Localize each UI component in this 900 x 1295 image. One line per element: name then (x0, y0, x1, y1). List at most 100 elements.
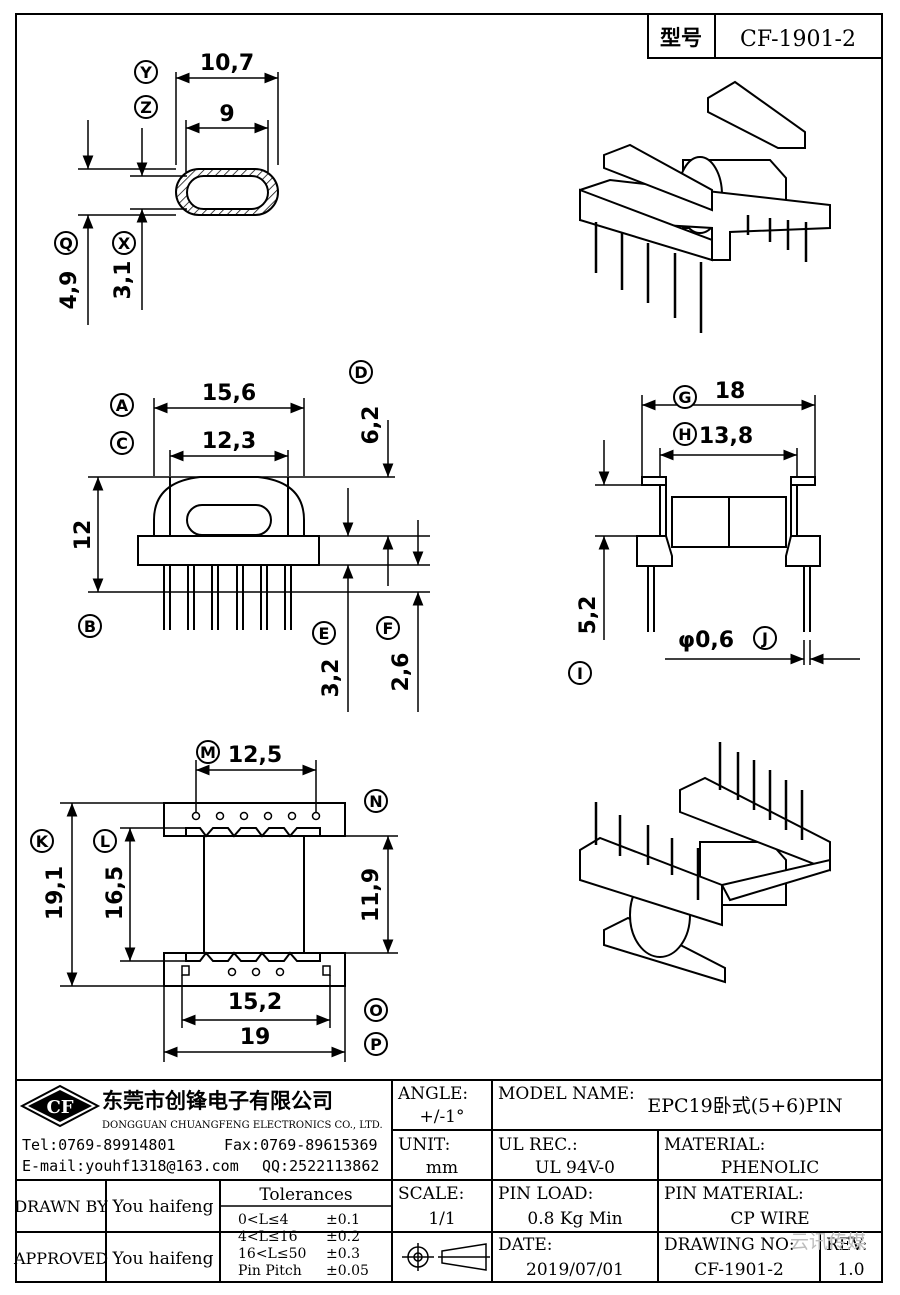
unit-label: UNIT: (398, 1135, 450, 1155)
drawing-no-value: CF-1901-2 (694, 1260, 784, 1280)
rev-label: REV: (826, 1235, 868, 1255)
model-value: EPC19卧式(5+6)PIN (647, 1095, 842, 1117)
dim-bot-n: 11,9 (359, 868, 384, 922)
label-k: K (30, 829, 54, 853)
svg-text:±0.3: ±0.3 (326, 1246, 360, 1262)
watermark: 云讯传媒 (790, 1231, 866, 1253)
dim-x: 3,1 (111, 261, 136, 300)
material-value: PHENOLIC (721, 1158, 820, 1178)
dim-front-f: 2,6 (389, 653, 414, 692)
dim-side-g: 18 (715, 379, 746, 404)
label-l: L (93, 829, 117, 853)
svg-text:X: X (118, 234, 131, 253)
label-j: J (753, 626, 777, 650)
ul-label: UL REC.: (498, 1135, 578, 1155)
label-i: I (568, 661, 592, 685)
svg-text:P: P (370, 1035, 382, 1054)
dim-bot-k: 19,1 (43, 866, 68, 920)
dim-front-a: 15,6 (202, 381, 256, 406)
svg-text:16<L≤50: 16<L≤50 (238, 1246, 306, 1262)
part-number: CF-1901-2 (740, 27, 856, 52)
label-p: P (364, 1032, 388, 1056)
angle-label: ANGLE: (397, 1084, 468, 1104)
drawn-by-value: You haifeng (111, 1197, 213, 1217)
dim-side-i: 5,2 (576, 596, 601, 635)
svg-text:0<L≤4: 0<L≤4 (238, 1212, 289, 1228)
dim-side-h: 13,8 (699, 424, 753, 449)
title-block (16, 1079, 882, 1282)
tolerances-title: Tolerances (259, 1185, 352, 1205)
svg-text:J: J (761, 629, 768, 648)
model-label: MODEL NAME: (498, 1084, 635, 1104)
label-d: D (349, 360, 373, 384)
svg-text:N: N (369, 792, 382, 811)
label-e: E (312, 621, 336, 645)
svg-text:K: K (36, 832, 49, 851)
dim-bot-p: 19 (240, 1025, 271, 1050)
label-b: B (78, 614, 102, 638)
svg-text:4<L≤16: 4<L≤16 (238, 1229, 298, 1245)
company-email: E-mail:youhf1318@163.com (22, 1157, 239, 1175)
label-g: G (673, 385, 697, 409)
svg-text:L: L (100, 832, 110, 851)
svg-text:G: G (678, 388, 691, 407)
svg-text:D: D (354, 363, 367, 382)
svg-text:C: C (116, 434, 128, 453)
svg-text:O: O (369, 1001, 383, 1020)
dim-top-inner: 9 (219, 102, 234, 127)
drawing-no-label: DRAWING NO: (664, 1235, 795, 1255)
svg-text:±0.2: ±0.2 (326, 1229, 360, 1245)
company-name-en: DONGGUAN CHUANGFENG ELECTRONICS CO., LTD… (102, 1120, 383, 1131)
approved-value: You haifeng (111, 1249, 213, 1269)
dim-top-outer: 10,7 (200, 51, 254, 76)
svg-text:I: I (577, 664, 583, 683)
svg-text:B: B (84, 617, 96, 636)
scale-label: SCALE: (398, 1184, 464, 1204)
svg-text:±0.05: ±0.05 (326, 1263, 369, 1279)
dim-bot-m: 12,5 (228, 743, 282, 768)
unit-value: mm (426, 1158, 458, 1178)
svg-text:F: F (383, 619, 394, 638)
projection-symbol-icon (402, 1243, 490, 1271)
svg-text:A: A (116, 396, 129, 415)
drawn-by-label: DRAWN BY (14, 1197, 108, 1216)
type-label: 型号 (660, 26, 702, 50)
iso-view-bottom (579, 742, 831, 984)
pin-load-label: PIN LOAD: (498, 1184, 593, 1204)
dim-side-j: φ0,6 (678, 628, 734, 653)
iso-view-top (579, 80, 831, 333)
label-q: Q (54, 231, 78, 255)
circled-labels: Y Z Q X A C B D E F G H I J M N K L O P (30, 60, 777, 1056)
label-m: M (196, 740, 220, 764)
label-c: C (110, 431, 134, 455)
company-tel: Tel:0769-89914801 (22, 1136, 176, 1154)
dim-front-d: 6,2 (359, 406, 384, 445)
label-y: Y (134, 60, 158, 84)
dim-bot-l: 16,5 (103, 866, 128, 920)
sheet-border (15, 13, 883, 1283)
label-o: O (364, 998, 388, 1022)
dim-front-c: 12,3 (202, 429, 256, 454)
header-box: 型号 CF-1901-2 (647, 13, 883, 59)
front-view (88, 398, 430, 712)
label-z: Z (134, 95, 158, 119)
pin-material-label: PIN MATERIAL: (664, 1184, 804, 1204)
label-n: N (364, 789, 388, 813)
svg-text:Pin Pitch: Pin Pitch (238, 1263, 302, 1279)
dim-q: 4,9 (57, 271, 82, 310)
svg-text:H: H (678, 425, 691, 444)
approved-label: APPROVED (13, 1249, 108, 1268)
bottom-view (60, 760, 398, 1062)
svg-text:Q: Q (59, 234, 73, 253)
dim-front-e: 3,2 (319, 659, 344, 698)
tolerances-table: 0<L≤4 ±0.1 4<L≤16 ±0.2 16<L≤50 ±0.3 Pin … (238, 1212, 369, 1279)
label-x: X (112, 231, 136, 255)
svg-text:E: E (319, 624, 330, 643)
label-a: A (110, 393, 134, 417)
scale-value: 1/1 (428, 1209, 455, 1229)
side-view (595, 395, 860, 665)
svg-text:M: M (200, 743, 216, 762)
material-label: MATERIAL: (664, 1135, 765, 1155)
company-fax: Fax:0769-89615369 (224, 1136, 378, 1154)
